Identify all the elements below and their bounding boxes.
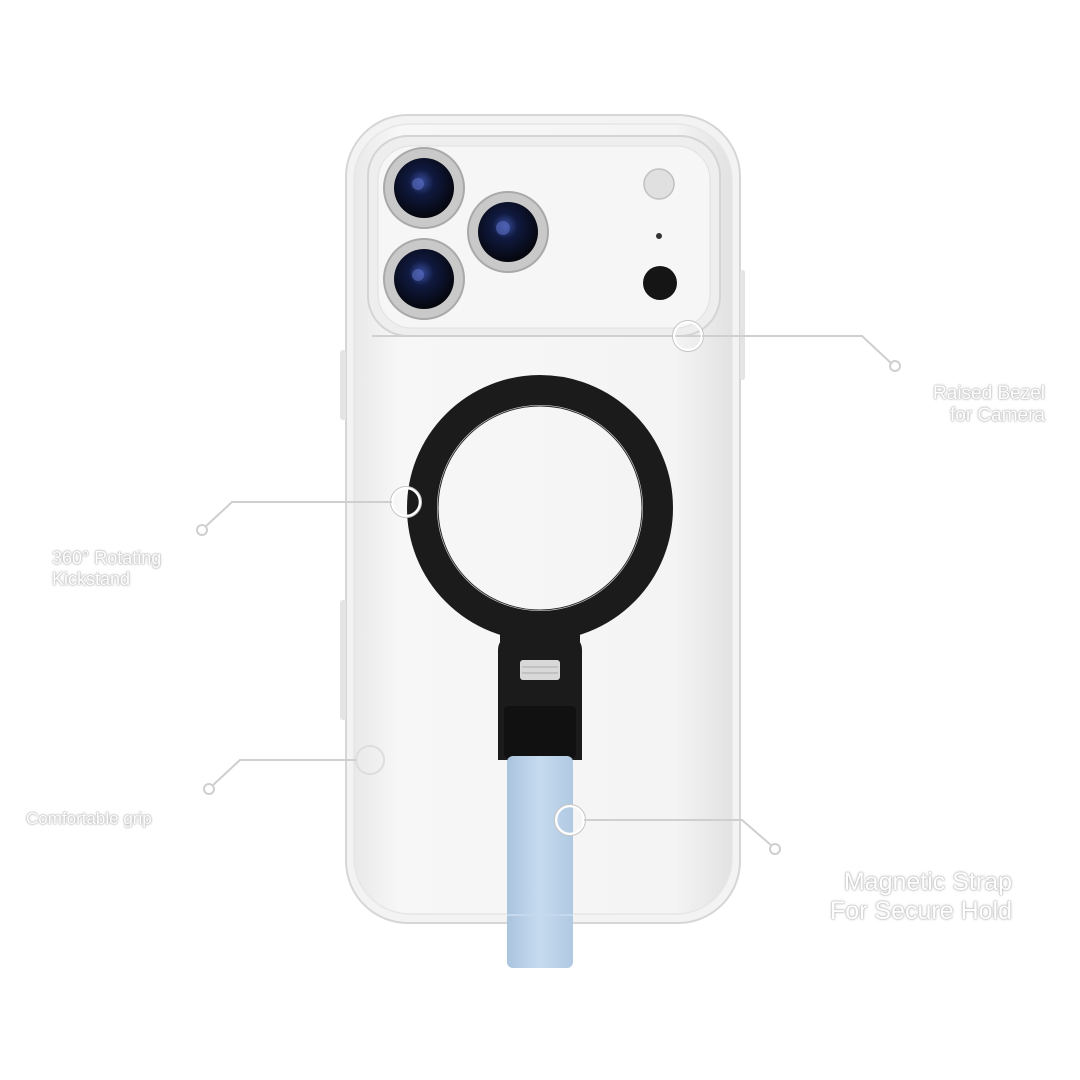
power-button: [740, 270, 745, 380]
callout-text: For Secure Hold: [829, 896, 1012, 925]
callout-text: Raised Bezel: [933, 383, 1045, 404]
callout-text: for Camera: [949, 404, 1045, 426]
callout-grip: Comfortable grip: [26, 809, 152, 829]
callout-text: Kickstand: [52, 568, 131, 589]
camera-lens: [467, 191, 549, 273]
callout-lines: [196, 320, 901, 855]
camera-lens: [383, 238, 465, 320]
microphone-icon: [656, 233, 662, 239]
lidar-sensor-icon: [643, 266, 677, 300]
callout-raised-bezel: Raised Bezel for Camera: [880, 383, 1045, 427]
volume-button: [340, 350, 346, 420]
magnetic-strap: [507, 756, 573, 968]
rotating-kickstand: [407, 375, 673, 760]
side-button: [340, 600, 346, 720]
callout-kickstand: 360° Rotating Kickstand: [52, 548, 161, 589]
flash-icon: [643, 168, 675, 200]
camera-lens: [383, 147, 465, 229]
callout-strap: Magnetic Strap For Secure Hold: [790, 868, 1012, 926]
callout-text: 360° Rotating: [52, 548, 162, 568]
callout-text: Comfortable grip: [26, 809, 152, 828]
callout-text: Magnetic Strap: [843, 868, 1012, 896]
